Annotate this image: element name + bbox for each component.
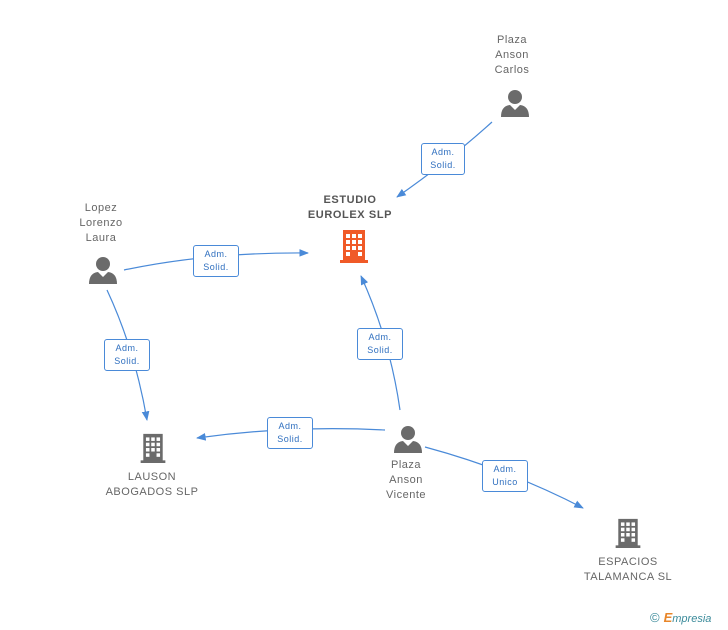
espacios-name-line1: ESPACIOS (598, 556, 658, 568)
footer-brand[interactable]: ©Empresia (650, 610, 711, 628)
plaza-vicente-label: Plaza Anson Vicente (375, 458, 437, 503)
edge-label-carlos-estudio[interactable]: Adm. Solid. (421, 143, 465, 175)
edge-label-line2: Solid. (114, 356, 140, 366)
edge-label-line2: Solid. (430, 160, 456, 170)
edge-label-line1: Adm. (493, 464, 517, 474)
lauson-label: LAUSON ABOGADOS SLP (96, 470, 208, 500)
building-icon[interactable] (613, 515, 643, 551)
brand-name: mpresia (672, 613, 712, 625)
edge-label-vicente-espacios[interactable]: Adm. Unico (482, 460, 528, 492)
edge-label-lopez-lauson[interactable]: Adm. Solid. (104, 339, 150, 371)
building-icon[interactable] (337, 228, 371, 264)
edge-label-line1: Adm. (368, 332, 392, 342)
plaza-vicente-line2: Anson (389, 474, 423, 486)
plaza-carlos-line3: Carlos (494, 64, 530, 76)
lopez-label: Lopez Lorenzo Laura (70, 201, 132, 246)
lauson-name-line2: ABOGADOS SLP (105, 486, 199, 498)
estudio-name-line2: EUROLEX SLP (307, 209, 393, 221)
plaza-vicente-line1: Plaza (390, 459, 422, 471)
edge-label-line1: Adm. (278, 421, 302, 431)
edge-label-vicente-estudio[interactable]: Adm. Solid. (357, 328, 403, 360)
edge-label-line1: Adm. (204, 249, 228, 259)
plaza-vicente-line3: Vicente (386, 489, 426, 501)
edge-label-vicente-lauson[interactable]: Adm. Solid. (267, 417, 313, 449)
edge-label-line1: Adm. (431, 147, 455, 157)
edge-label-line2: Solid. (203, 262, 229, 272)
lauson-name-line1: LAUSON (127, 471, 177, 483)
copyright-icon: © (650, 610, 660, 625)
brand-initial: E (663, 610, 673, 625)
lopez-line1: Lopez (84, 202, 118, 214)
edge-label-lopez-estudio[interactable]: Adm. Solid. (193, 245, 239, 277)
espacios-name-line2: TALAMANCA SL (583, 571, 673, 583)
plaza-carlos-line2: Anson (495, 49, 529, 61)
plaza-carlos-label: Plaza Anson Carlos (482, 33, 542, 78)
edge-label-line1: Adm. (115, 343, 139, 353)
edge-label-line2: Solid. (367, 345, 393, 355)
plaza-carlos-line1: Plaza (496, 34, 528, 46)
lopez-line2: Lorenzo (79, 217, 123, 229)
building-icon[interactable] (138, 430, 168, 466)
estudio-name-line1: ESTUDIO (323, 194, 377, 206)
edge-label-line2: Solid. (277, 434, 303, 444)
espacios-label: ESPACIOS TALAMANCA SL (570, 555, 686, 585)
person-icon[interactable] (393, 424, 423, 454)
estudio-label: ESTUDIO EUROLEX SLP (300, 193, 400, 223)
person-icon[interactable] (500, 88, 530, 118)
edge-label-line2: Unico (492, 477, 518, 487)
person-icon[interactable] (88, 255, 118, 285)
lopez-line3: Laura (85, 232, 117, 244)
